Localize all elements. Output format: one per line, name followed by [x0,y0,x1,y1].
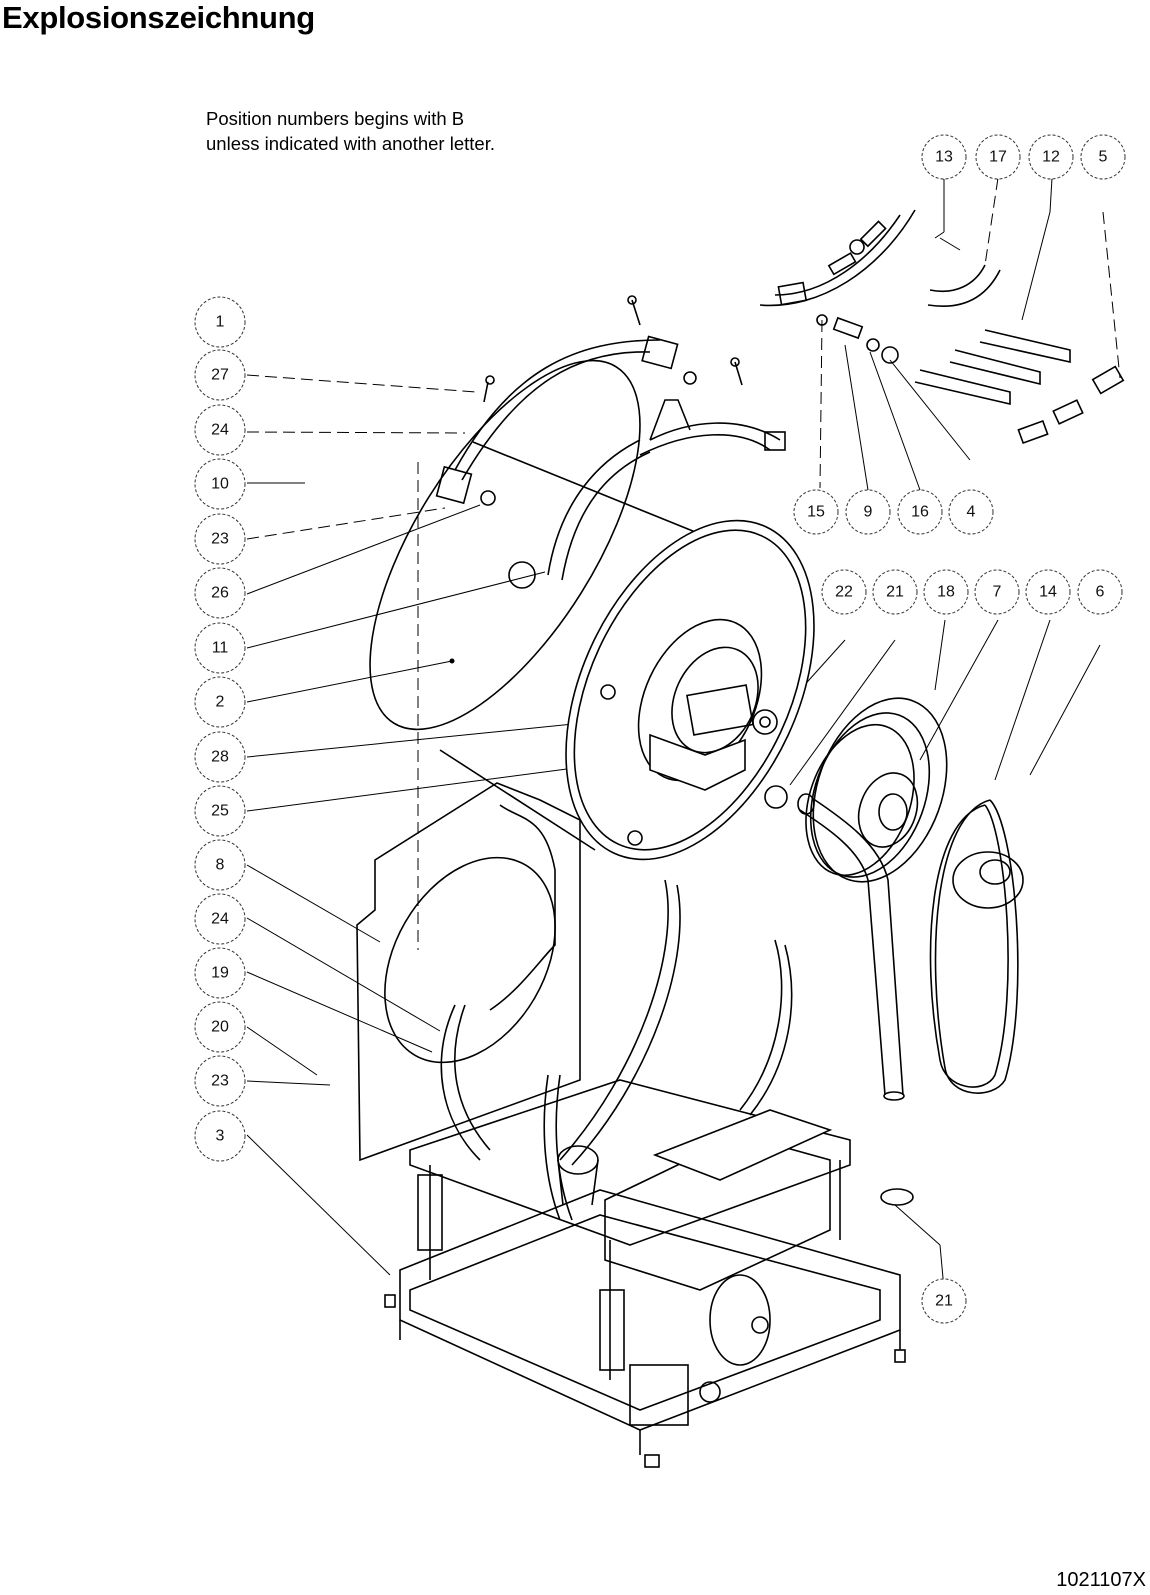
callout-label: 12 [1042,149,1060,166]
callout-label: 28 [211,749,229,766]
drum-pulley [805,697,948,883]
document-number: 1021107X [1056,1569,1146,1591]
callout-label: 15 [807,504,825,521]
callout-label: 26 [211,585,229,602]
callout-4: 4 [948,489,994,535]
callout-label: 8 [216,857,225,874]
callout-14: 14 [1025,569,1071,615]
callout-label: 1 [216,314,225,331]
callout-21-bottom: 21 [921,1278,967,1324]
callout-label: 14 [1039,584,1057,601]
callout-28: 28 [194,731,246,783]
position-note: Position numbers begins with B unless in… [206,106,495,156]
callout-17: 17 [975,134,1021,180]
callout-label: 5 [1099,149,1108,166]
callout-23: 23 [194,513,246,565]
drive-belt [929,799,1024,1094]
callout-label: 22 [835,584,853,601]
callout-11: 11 [194,622,246,674]
callout-25: 25 [194,785,246,837]
callout-label: 18 [937,584,955,601]
drum-assembly [369,295,815,861]
callout-label: 7 [993,584,1002,601]
right-leader-lines [789,177,1121,1301]
pulley-callout-row: 22 21 18 7 14 6 [821,569,1123,615]
callout-label: 10 [211,476,229,493]
callout-8: 8 [194,839,246,891]
callout-7: 7 [974,569,1020,615]
callout-12: 12 [1028,134,1074,180]
callout-20: 20 [194,1001,246,1053]
callout-24b: 24 [194,893,246,945]
callout-3: 3 [194,1110,246,1162]
callout-label: 21 [886,584,904,601]
callout-2: 2 [194,676,246,728]
callout-label: 17 [989,149,1007,166]
side-plate [356,462,581,1162]
callout-10: 10 [194,458,246,510]
callout-label: 6 [1096,584,1105,601]
callout-label: 24 [211,422,229,439]
callout-1: 1 [194,296,246,348]
callout-label: 2 [216,694,225,711]
callout-label: 24 [211,911,229,928]
callout-9: 9 [845,489,891,535]
callout-label: 19 [211,965,229,982]
callout-24: 24 [194,404,246,456]
heater-assembly [759,209,1125,445]
callout-label: 4 [967,504,976,521]
callout-15: 15 [793,489,839,535]
position-note-line-1: Position numbers begins with B [206,108,465,129]
callout-23b: 23 [194,1055,246,1107]
callout-label: 9 [864,504,873,521]
drawing-title: Explosionszeichnung [2,0,315,35]
callout-21: 21 [872,569,918,615]
callout-5: 5 [1080,134,1126,180]
callout-22: 22 [821,569,867,615]
callout-label: 23 [211,531,229,548]
callout-label: 13 [935,149,953,166]
callout-18: 18 [923,569,969,615]
callout-label: 11 [212,640,229,657]
suspension-straps [440,879,793,1221]
left-callout-column: 1 27 24 10 23 26 11 2 28 25 8 24 19 20 2… [194,296,246,1162]
top-right-callout-row: 13 17 12 5 [921,134,1126,180]
callout-6: 6 [1077,569,1123,615]
callout-label: 21 [935,1293,953,1310]
base-frame [384,1079,906,1468]
callout-13: 13 [921,134,967,180]
callout-16: 16 [897,489,943,535]
callout-label: 23 [211,1073,229,1090]
callout-label: 3 [216,1128,225,1145]
callout-label: 20 [211,1019,229,1036]
position-note-line-2: unless indicated with another letter. [206,133,495,154]
callout-label: 16 [911,504,929,521]
callout-label: 27 [211,367,229,384]
callout-19: 19 [194,947,246,999]
callout-26: 26 [194,567,246,619]
callout-27: 27 [194,349,246,401]
middle-right-callout-row: 15 9 16 4 [793,489,994,535]
callout-label: 25 [211,803,229,820]
